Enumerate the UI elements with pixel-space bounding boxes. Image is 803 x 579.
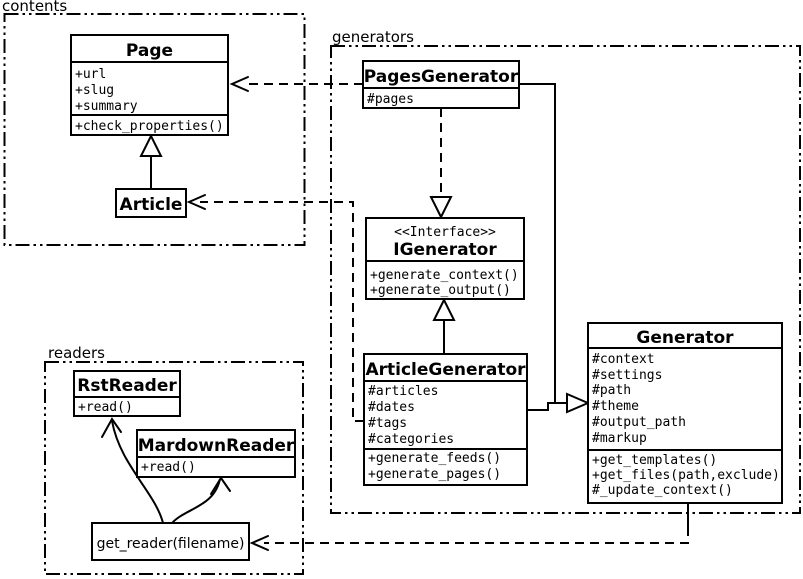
class-page-attribute: +summary xyxy=(75,99,138,114)
hollow-triangle-arrowhead-icon xyxy=(139,133,163,157)
package-generators-label: generators xyxy=(332,28,414,46)
package-generators: generators xyxy=(330,28,801,514)
edge-curve xyxy=(171,478,221,524)
class-articlegenerator-attribute: #articles xyxy=(368,384,438,399)
node-get-reader: get_reader(filename) xyxy=(91,522,250,561)
class-page-attribute: +url xyxy=(75,67,106,82)
class-pagesgenerator-title: PagesGenerator xyxy=(364,67,519,87)
open-arrowhead-icon xyxy=(229,76,249,92)
class-rstreader-title: RstReader xyxy=(77,376,177,396)
class-pagesgenerator: PagesGenerator #pages xyxy=(362,60,520,109)
class-rstreader-box xyxy=(73,370,181,417)
edge-line xyxy=(200,201,364,422)
class-articlegenerator-title: ArticleGenerator xyxy=(365,360,526,380)
package-readers: readers xyxy=(44,344,304,575)
class-articlegenerator: ArticleGenerator #articles #dates #tags … xyxy=(363,353,528,486)
open-arrowhead-icon xyxy=(101,417,122,438)
class-page-method: +check_properties() xyxy=(75,119,224,134)
class-pagesgenerator-attribute: #pages xyxy=(367,92,414,107)
class-igenerator-box xyxy=(365,217,525,300)
hollow-triangle-arrowhead-icon xyxy=(566,392,591,414)
class-article-box xyxy=(115,188,187,218)
class-igenerator-title: IGenerator xyxy=(393,240,497,260)
edge-pagesgenerator-implements-igenerator xyxy=(429,108,453,220)
class-generator-attribute: #output_path xyxy=(592,415,686,430)
class-articlegenerator-attribute: #categories xyxy=(368,432,454,447)
edge-generators-extend-generator xyxy=(519,83,591,414)
class-articlegenerator-attribute: #tags xyxy=(368,416,407,431)
package-generators-border xyxy=(330,45,801,514)
class-mardownreader-box xyxy=(136,429,296,478)
class-rstreader-method: +read() xyxy=(78,400,133,415)
class-generator-method: #_update_context() xyxy=(592,483,733,498)
class-igenerator-method: +generate_output() xyxy=(370,283,511,298)
class-mardownreader-title: MardownReader xyxy=(138,436,295,456)
edge-articlegenerator-implements-igenerator xyxy=(432,297,456,354)
package-contents-label: contents xyxy=(2,0,67,15)
edge-generator-uses-getreader xyxy=(249,503,689,551)
class-article: Article xyxy=(115,188,187,218)
class-article-title: Article xyxy=(120,195,183,215)
class-mardownreader: MardownReader +read() xyxy=(136,429,296,478)
edge-pagesgenerator-uses-page xyxy=(229,76,363,92)
class-generator-attribute: #settings xyxy=(592,368,662,383)
class-articlegenerator-attribute: #dates xyxy=(368,400,415,415)
class-articlegenerator-method: +generate_feeds() xyxy=(368,451,501,466)
class-mardownreader-method: +read() xyxy=(141,460,196,475)
class-igenerator-method: +generate_context() xyxy=(370,268,519,283)
class-generator-method: +get_templates() xyxy=(592,453,717,468)
hollow-triangle-arrowhead-icon xyxy=(429,196,453,220)
open-arrowhead-icon xyxy=(249,535,269,551)
edge-line-from-articlegenerator xyxy=(527,402,555,411)
node-get-reader-box xyxy=(91,522,250,561)
hollow-triangle-arrowhead-icon xyxy=(432,297,456,321)
class-generator-method: +get_files(path,exclude) xyxy=(592,468,780,483)
class-page-title: Page xyxy=(126,41,173,61)
class-igenerator: <<Interface>> IGenerator +generate_conte… xyxy=(365,217,525,300)
class-generator-attribute: #context xyxy=(592,352,655,367)
class-page-box xyxy=(70,34,229,136)
edge-line xyxy=(264,527,689,544)
class-page: Page +url +slug +summary +check_properti… xyxy=(70,34,229,136)
class-pagesgenerator-box xyxy=(362,60,520,109)
package-readers-label: readers xyxy=(48,344,105,362)
node-get-reader-label: get_reader(filename) xyxy=(97,536,245,552)
edge-articlegenerator-uses-article xyxy=(186,194,364,422)
class-generator-attribute: #path xyxy=(592,383,631,398)
open-arrowhead-icon xyxy=(186,194,206,210)
class-articlegenerator-box xyxy=(363,353,528,486)
class-generator-attribute: #theme xyxy=(592,399,639,414)
class-generator-title: Generator xyxy=(636,328,734,348)
package-contents: contents xyxy=(2,0,306,246)
class-igenerator-stereotype: <<Interface>> xyxy=(394,225,496,240)
class-page-attribute: +slug xyxy=(75,83,114,98)
class-generator-box xyxy=(587,322,783,504)
class-articlegenerator-method: +generate_pages() xyxy=(368,467,501,482)
package-readers-border xyxy=(44,361,304,575)
edge-article-extends-page xyxy=(139,133,163,189)
class-generator-attribute: #markup xyxy=(592,431,647,446)
package-contents-border xyxy=(3,13,306,246)
class-generator: Generator #context #settings #path #them… xyxy=(587,322,783,504)
edge-line-from-pagesgenerator xyxy=(519,83,567,404)
class-rstreader: RstReader +read() xyxy=(73,370,181,417)
